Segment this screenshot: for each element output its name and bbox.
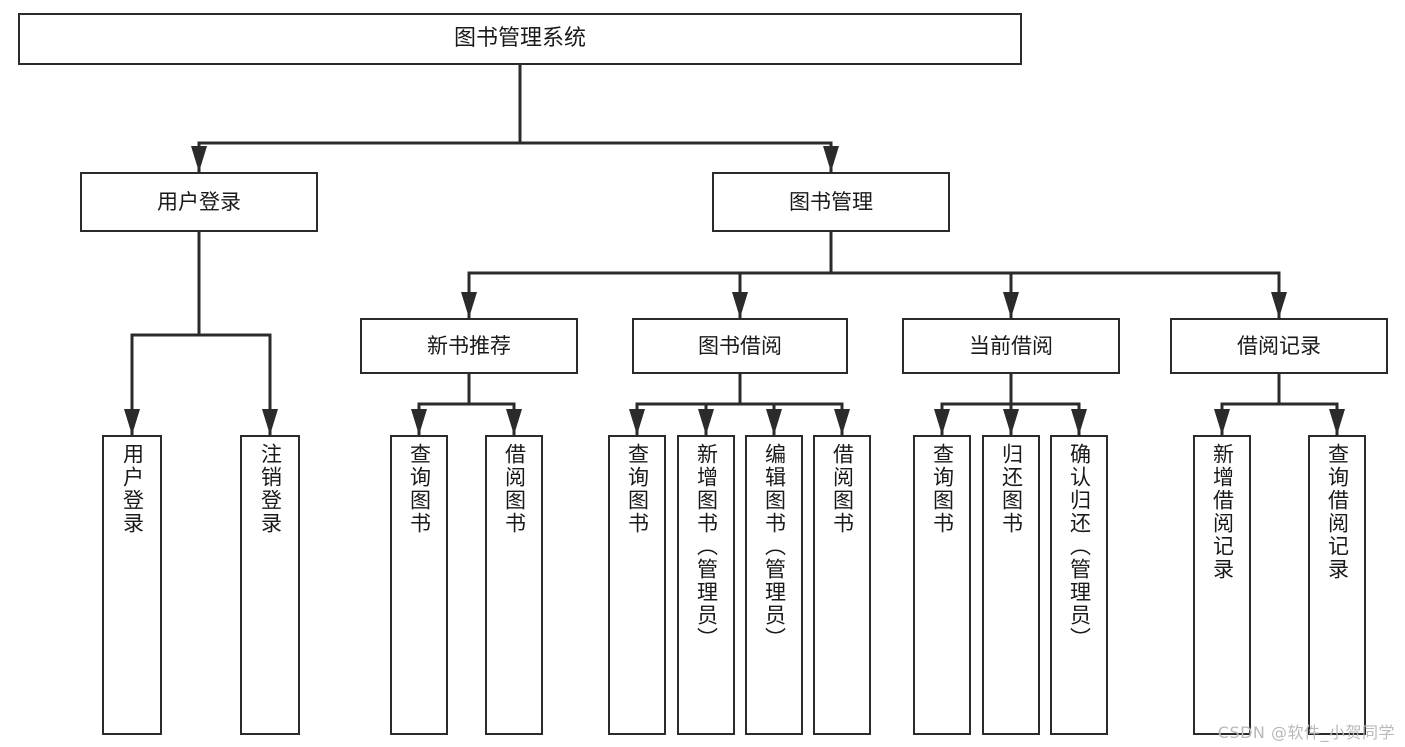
- node-label-current-borrow: 当前借阅: [969, 333, 1053, 358]
- arrowhead-book-manage: [823, 146, 839, 172]
- node-label-leaf-rec-query: 查询图书: [407, 443, 432, 535]
- arrowhead-leaf-logout: [262, 409, 278, 435]
- node-label-book-borrow: 图书借阅: [698, 333, 782, 358]
- arrowhead-leaf-cb-return: [1003, 409, 1019, 435]
- node-label-leaf-rec-borrow: 借阅图书: [502, 443, 527, 535]
- node-leaf-br-add[interactable]: 新增借阅记录: [1193, 435, 1251, 735]
- node-label-leaf-bb-borrow: 借阅图书: [830, 443, 855, 535]
- node-label-leaf-cb-query: 查询图书: [930, 443, 955, 535]
- node-label-leaf-br-add: 新增借阅记录: [1210, 443, 1235, 581]
- arrowhead-leaf-bb-edit: [766, 409, 782, 435]
- node-leaf-bb-add[interactable]: 新增图书（管理员）: [677, 435, 735, 735]
- node-label-leaf-bb-add: 新增图书（管理员）: [694, 443, 719, 650]
- arrowhead-leaf-br-add: [1214, 409, 1230, 435]
- node-label-leaf-login: 用户登录: [120, 443, 145, 535]
- arrowhead-current-borrow: [1003, 292, 1019, 318]
- node-leaf-bb-borrow[interactable]: 借阅图书: [813, 435, 871, 735]
- connector-lines: [124, 63, 1345, 437]
- arrowhead-leaf-bb-add: [698, 409, 714, 435]
- node-label-leaf-bb-edit: 编辑图书（管理员）: [762, 443, 787, 650]
- arrowhead-leaf-cb-confirm: [1071, 409, 1087, 435]
- node-leaf-logout[interactable]: 注销登录: [240, 435, 300, 735]
- node-label-leaf-cb-confirm: 确认归还（管理员）: [1067, 443, 1092, 650]
- node-label-leaf-cb-return: 归还图书: [999, 443, 1024, 535]
- node-leaf-rec-borrow[interactable]: 借阅图书: [485, 435, 543, 735]
- node-label-user-login: 用户登录: [157, 189, 241, 214]
- node-label-leaf-bb-query: 查询图书: [625, 443, 650, 535]
- arrowhead-borrow-record: [1271, 292, 1287, 318]
- node-label-new-book-rec: 新书推荐: [427, 333, 511, 358]
- node-root[interactable]: 图书管理系统: [18, 13, 1022, 65]
- node-leaf-rec-query[interactable]: 查询图书: [390, 435, 448, 735]
- arrowhead-user-login: [191, 146, 207, 172]
- node-user-login[interactable]: 用户登录: [80, 172, 318, 232]
- node-leaf-login[interactable]: 用户登录: [102, 435, 162, 735]
- node-label-borrow-record: 借阅记录: [1237, 333, 1321, 358]
- node-leaf-bb-edit[interactable]: 编辑图书（管理员）: [745, 435, 803, 735]
- node-leaf-cb-confirm[interactable]: 确认归还（管理员）: [1050, 435, 1108, 735]
- node-leaf-br-query[interactable]: 查询借阅记录: [1308, 435, 1366, 735]
- node-leaf-bb-query[interactable]: 查询图书: [608, 435, 666, 735]
- node-leaf-cb-query[interactable]: 查询图书: [913, 435, 971, 735]
- node-book-manage[interactable]: 图书管理: [712, 172, 950, 232]
- node-label-book-manage: 图书管理: [789, 189, 873, 214]
- node-label-leaf-br-query: 查询借阅记录: [1325, 443, 1350, 581]
- arrowhead-leaf-bb-borrow: [834, 409, 850, 435]
- node-leaf-cb-return[interactable]: 归还图书: [982, 435, 1040, 735]
- arrowhead-new-book-rec: [461, 292, 477, 318]
- arrowhead-leaf-rec-borrow: [506, 409, 522, 435]
- node-borrow-record[interactable]: 借阅记录: [1170, 318, 1388, 374]
- arrowhead-leaf-br-query: [1329, 409, 1345, 435]
- node-current-borrow[interactable]: 当前借阅: [902, 318, 1120, 374]
- arrowhead-leaf-login: [124, 409, 140, 435]
- node-label-root: 图书管理系统: [453, 26, 586, 52]
- node-new-book-rec[interactable]: 新书推荐: [360, 318, 578, 374]
- arrowhead-leaf-bb-query: [629, 409, 645, 435]
- arrowhead-leaf-rec-query: [411, 409, 427, 435]
- arrowhead-book-borrow: [732, 292, 748, 318]
- node-label-leaf-logout: 注销登录: [258, 443, 283, 535]
- arrowhead-leaf-cb-query: [934, 409, 950, 435]
- node-book-borrow[interactable]: 图书借阅: [632, 318, 848, 374]
